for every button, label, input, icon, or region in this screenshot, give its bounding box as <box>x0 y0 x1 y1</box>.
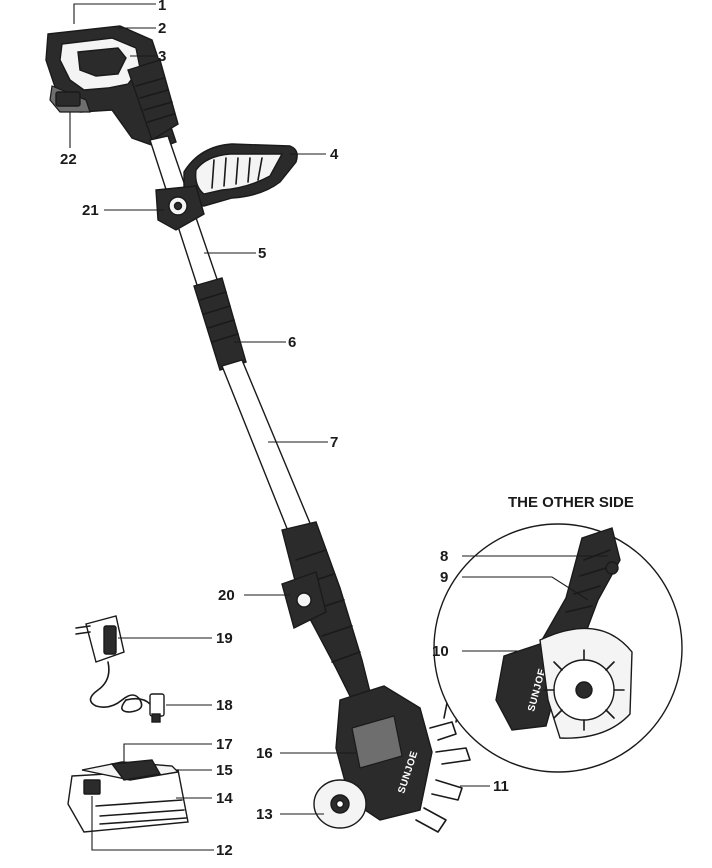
wheel-cover <box>313 779 367 829</box>
callout-15: 15 <box>216 762 233 779</box>
inset-tine-wheel <box>543 649 625 731</box>
callout-20: 20 <box>218 587 235 604</box>
callout-22: 22 <box>60 151 77 168</box>
callout-4: 4 <box>330 146 339 163</box>
charger-adapter <box>75 615 125 663</box>
tines <box>415 697 471 833</box>
callout-3: 3 <box>158 48 166 65</box>
callout-17: 17 <box>216 736 233 753</box>
motor-housing <box>281 521 373 709</box>
callout-1: 1 <box>158 0 166 14</box>
callout-5: 5 <box>258 245 266 262</box>
auxiliary-handle <box>183 143 298 207</box>
callout-14: 14 <box>216 790 233 807</box>
callout-7: 7 <box>330 434 338 451</box>
lower-shaft <box>221 359 313 537</box>
callout-9: 9 <box>440 569 448 586</box>
clamp-knob <box>155 185 205 231</box>
callout-11: 11 <box>493 778 509 795</box>
callout-2: 2 <box>158 20 166 37</box>
callout-8: 8 <box>440 548 448 565</box>
callout-6: 6 <box>288 334 296 351</box>
callout-13: 13 <box>256 806 273 823</box>
callout-21: 21 <box>82 202 99 219</box>
drive-housing: SUNJOE <box>335 685 433 821</box>
callout-16: 16 <box>256 745 273 762</box>
callout-18: 18 <box>216 697 233 714</box>
callout-10: 10 <box>432 643 449 660</box>
callout-19: 19 <box>216 630 233 647</box>
shaft-clamp <box>281 571 327 630</box>
handle-grip <box>127 59 179 142</box>
battery-pack <box>67 759 189 833</box>
other-side-caption: THE OTHER SIDE <box>508 494 634 511</box>
charger-plug <box>149 693 165 723</box>
leader-lines <box>69 3 608 851</box>
telescoping-collar <box>193 277 247 371</box>
charger-cable <box>89 661 151 713</box>
callout-12: 12 <box>216 842 233 859</box>
other-side-inset: SUNJOE <box>433 523 683 773</box>
